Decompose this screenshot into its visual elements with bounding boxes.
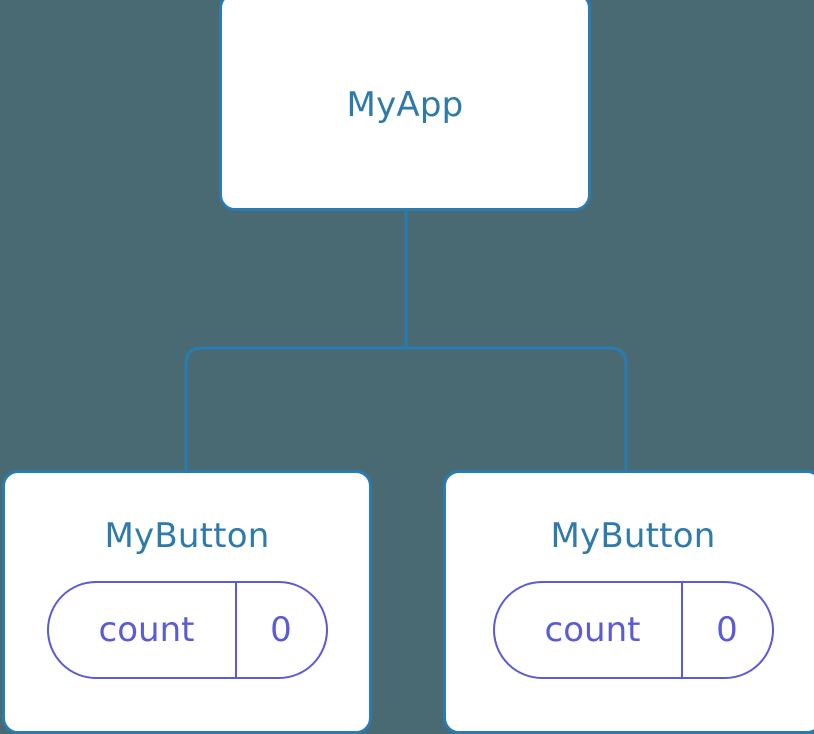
connector-to-child-1 <box>406 346 628 470</box>
state-divider <box>234 583 237 677</box>
state-pill: count 0 <box>492 581 774 679</box>
state-divider <box>680 583 683 677</box>
state-pill: count 0 <box>46 581 328 679</box>
node-mybutton-1[interactable]: MyButton count 0 <box>443 470 814 734</box>
node-myapp[interactable]: MyApp <box>219 0 591 211</box>
state-key: count <box>544 610 641 650</box>
node-title: MyButton <box>104 516 270 556</box>
state-key: count <box>98 610 195 650</box>
node-title: MyButton <box>550 516 716 556</box>
node-title: MyApp <box>346 84 464 125</box>
state-value: 0 <box>716 610 738 650</box>
state-value: 0 <box>270 610 292 650</box>
node-mybutton-0[interactable]: MyButton count 0 <box>2 470 372 734</box>
connector-to-child-0 <box>184 346 406 470</box>
